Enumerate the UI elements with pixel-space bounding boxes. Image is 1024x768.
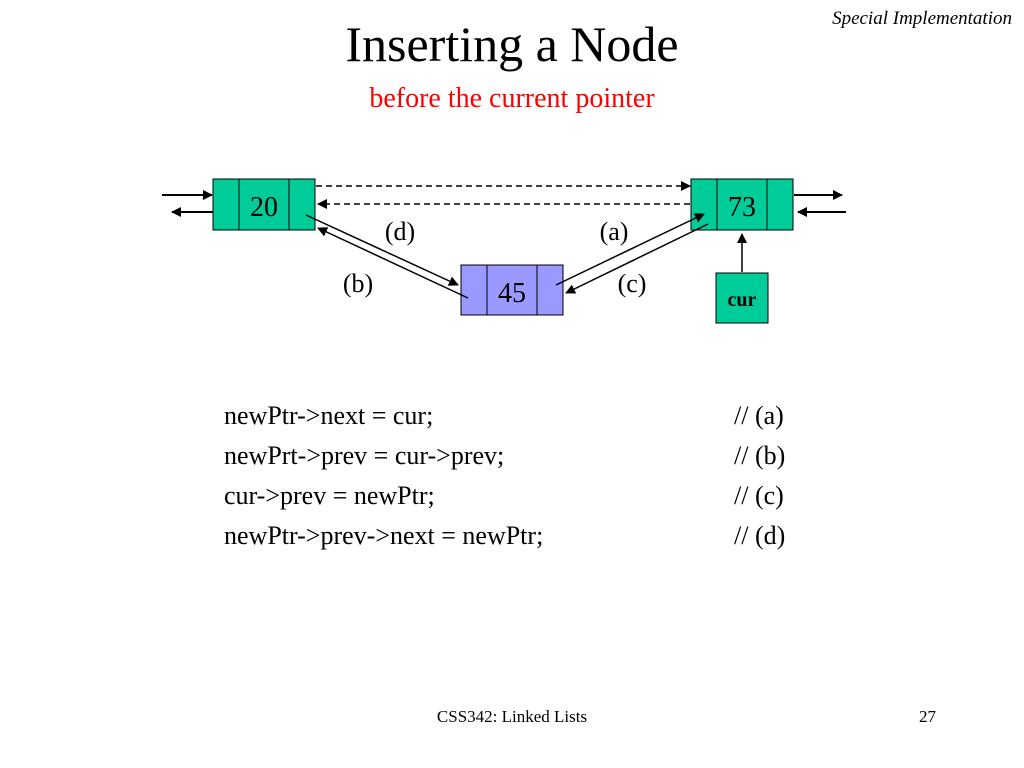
label-a: (a) xyxy=(600,217,629,246)
link-c xyxy=(565,223,709,294)
node-45-value: 45 xyxy=(498,278,526,309)
link-a xyxy=(555,213,705,286)
link-b xyxy=(317,227,469,299)
code-comment: // (c) xyxy=(734,481,784,510)
code-comment: // (a) xyxy=(734,401,784,430)
link-d xyxy=(305,214,459,286)
slide-subtitle: before the current pointer xyxy=(369,83,655,114)
cur-box xyxy=(715,272,769,324)
code-comment: // (b) xyxy=(734,441,786,470)
node-20-value: 20 xyxy=(250,192,278,223)
node-73-box xyxy=(690,178,794,231)
code-line: newPrt->prev = cur->prev; // (b) xyxy=(224,436,785,476)
slide-footer: CSS342: Linked Lists xyxy=(436,707,588,726)
page-number: 27 xyxy=(919,707,936,726)
node-45: 45 xyxy=(460,264,564,316)
section-label: Special Implementation xyxy=(832,8,1012,29)
code-block: newPtr->next = cur; // (a) newPrt->prev … xyxy=(224,396,785,556)
label-c: (c) xyxy=(618,269,647,298)
code-statement: newPtr->next = cur; xyxy=(224,401,434,430)
code-statement: newPrt->prev = cur->prev; xyxy=(224,441,505,470)
node-20-box xyxy=(212,178,316,231)
node-73: 73 xyxy=(690,178,794,231)
label-b: (b) xyxy=(343,269,373,298)
code-statement: cur->prev = newPtr; xyxy=(224,481,435,510)
code-line: newPtr->next = cur; // (a) xyxy=(224,396,784,436)
node-73-value: 73 xyxy=(728,192,756,223)
cur-label: cur xyxy=(728,289,757,311)
code-comment: // (d) xyxy=(734,521,786,550)
node-20: 20 xyxy=(212,178,316,231)
slide-title: Inserting a Node xyxy=(345,16,679,72)
label-d: (d) xyxy=(385,217,415,246)
code-statement: newPtr->prev->next = newPtr; xyxy=(224,521,544,550)
code-line: newPtr->prev->next = newPtr; // (d) xyxy=(224,516,785,556)
code-line: cur->prev = newPtr; // (c) xyxy=(224,476,784,516)
node-45-box xyxy=(460,264,564,316)
